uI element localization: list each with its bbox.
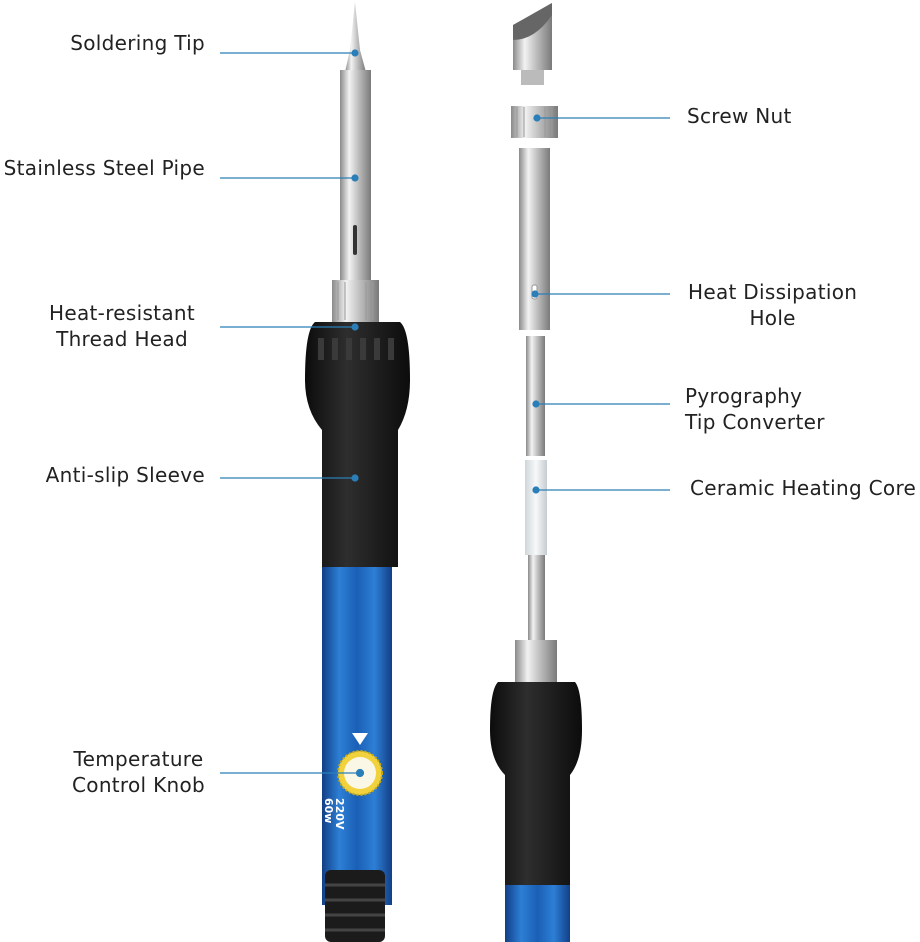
soldering-tip-part <box>345 2 366 72</box>
screw-nut-part <box>511 106 558 138</box>
blue-handle-part <box>322 560 392 905</box>
label-line: Heat Dissipation <box>688 280 858 304</box>
knob-arrow-icon <box>352 733 368 745</box>
label-soldering-tip: Soldering Tip <box>70 31 205 55</box>
label-line: Pyrography <box>685 384 803 408</box>
assembled-iron <box>305 2 410 942</box>
label-line: Temperature <box>73 747 204 771</box>
tip-converter-part <box>526 336 545 456</box>
right-grip-part <box>490 682 582 885</box>
label-screw-nut: Screw Nut <box>687 104 792 128</box>
leader-lines <box>220 49 670 778</box>
thread-head-part <box>332 280 379 322</box>
dissipation-pipe-part <box>519 148 550 330</box>
voltage-text: 220V <box>333 798 346 830</box>
label-ceramic-core: Ceramic Heating Core <box>690 476 917 500</box>
strain-relief-part <box>325 870 385 942</box>
anti-slip-sleeve-part <box>305 322 410 567</box>
exploded-iron <box>490 3 582 942</box>
label-line: Hole <box>749 306 796 330</box>
label-line: Heat-resistant <box>49 301 195 325</box>
ceramic-core-part <box>525 460 547 555</box>
label-line: Control Knob <box>72 773 205 797</box>
label-stainless-steel-pipe: Stainless Steel Pipe <box>3 156 205 180</box>
label-line: Tip Converter <box>685 410 825 434</box>
label-line: Thread Head <box>56 327 188 351</box>
label-anti-slip-sleeve: Anti-slip Sleeve <box>45 463 205 487</box>
